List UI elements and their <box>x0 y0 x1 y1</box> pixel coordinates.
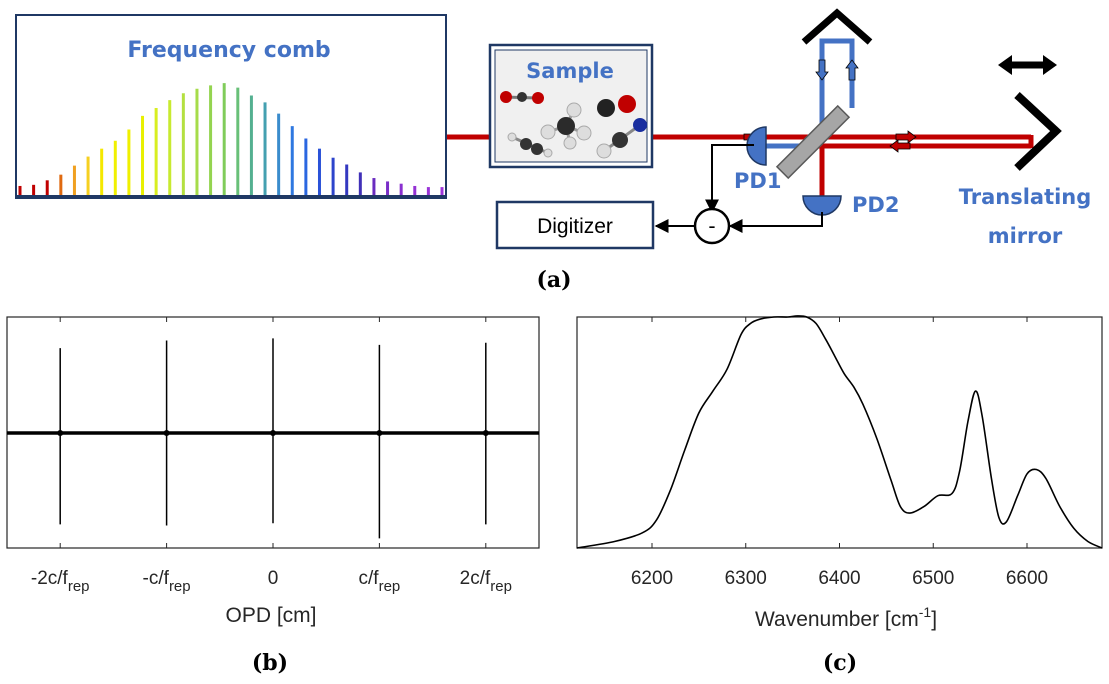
panel-c: 6200 6300 6400 6500 6600 Wavenumber [cm-1] (… <box>576 315 1103 676</box>
fixed-mirror <box>801 8 873 45</box>
subtractor-node <box>693 207 731 245</box>
burst-center-marker <box>57 430 64 436</box>
plot-b-marks <box>7 317 539 548</box>
molecule-icons <box>500 91 647 159</box>
pd1-label: PD1 <box>734 169 781 193</box>
panel-a: Frequency comb Sample <box>15 8 1092 293</box>
x-tick-label: -c/frep <box>143 568 191 595</box>
caption-a: (a) <box>536 267 571 293</box>
subtractor-symbol: - <box>708 214 715 238</box>
plot-c-xlabel: Wavenumber [cm-1] <box>755 604 937 631</box>
spectrum-line <box>576 315 1103 549</box>
x-tick-label: c/frep <box>359 568 401 595</box>
arrow-down-icon <box>815 59 829 81</box>
comb-title: Frequency comb <box>127 38 330 63</box>
x-tick-label: 6300 <box>725 568 767 589</box>
mirror-label-line1: Translating <box>959 185 1092 209</box>
x-tick-label: 0 <box>268 568 279 589</box>
plot-c-frame <box>576 316 1103 549</box>
x-tick-label: -2c/frep <box>31 568 90 595</box>
mirror-label-line2: mirror <box>988 224 1063 248</box>
pd2-label: PD2 <box>852 193 899 217</box>
burst-center-marker <box>270 430 276 436</box>
x-tick-label: 6600 <box>1006 568 1048 589</box>
beam-blue-fixed-arm <box>770 38 855 149</box>
acetylene-molecule-icon <box>507 132 553 158</box>
x-tick-label: 2c/frep <box>460 568 512 595</box>
digitizer-box <box>495 200 655 250</box>
burst-center-marker <box>376 430 383 436</box>
arrow-up-icon <box>845 59 859 81</box>
beam-splitter <box>775 104 851 180</box>
hcn-molecule-icon <box>596 118 647 159</box>
translation-double-arrow-icon <box>998 55 1057 75</box>
digitizer-label: Digitizer <box>537 215 613 238</box>
signal-wiring <box>654 144 823 233</box>
co-molecule-icon <box>597 95 636 117</box>
arrow-right-icon <box>895 130 917 144</box>
co2-molecule-icon <box>500 91 544 104</box>
comb-bars <box>18 83 444 195</box>
burst-center-marker <box>163 430 170 436</box>
x-tick-label: 6400 <box>818 568 860 589</box>
x-tick-label: 6200 <box>631 568 673 589</box>
x-tick-label: 6500 <box>912 568 954 589</box>
translating-mirror <box>1014 92 1062 171</box>
methane-molecule-icon <box>540 102 592 150</box>
plot-c-xticks: 6200 6300 6400 6500 6600 <box>631 568 1048 589</box>
burst-center-marker <box>482 430 489 436</box>
plot-b-xlabel: OPD [cm] <box>225 604 316 627</box>
plot-b-xticks: -2c/frep -c/frep 0 c/frep 2c/frep <box>31 568 512 595</box>
plot-c-marks <box>576 315 1103 549</box>
arrow-left-icon <box>889 139 911 153</box>
caption-b: (b) <box>252 650 288 676</box>
sample-title: Sample <box>526 59 614 83</box>
pd1-detector-icon <box>746 126 767 166</box>
panel-b: -2c/frep -c/frep 0 c/frep 2c/frep OPD [cm] (… <box>6 316 540 676</box>
pd2-detector-icon <box>802 195 842 216</box>
caption-c: (c) <box>823 650 857 676</box>
